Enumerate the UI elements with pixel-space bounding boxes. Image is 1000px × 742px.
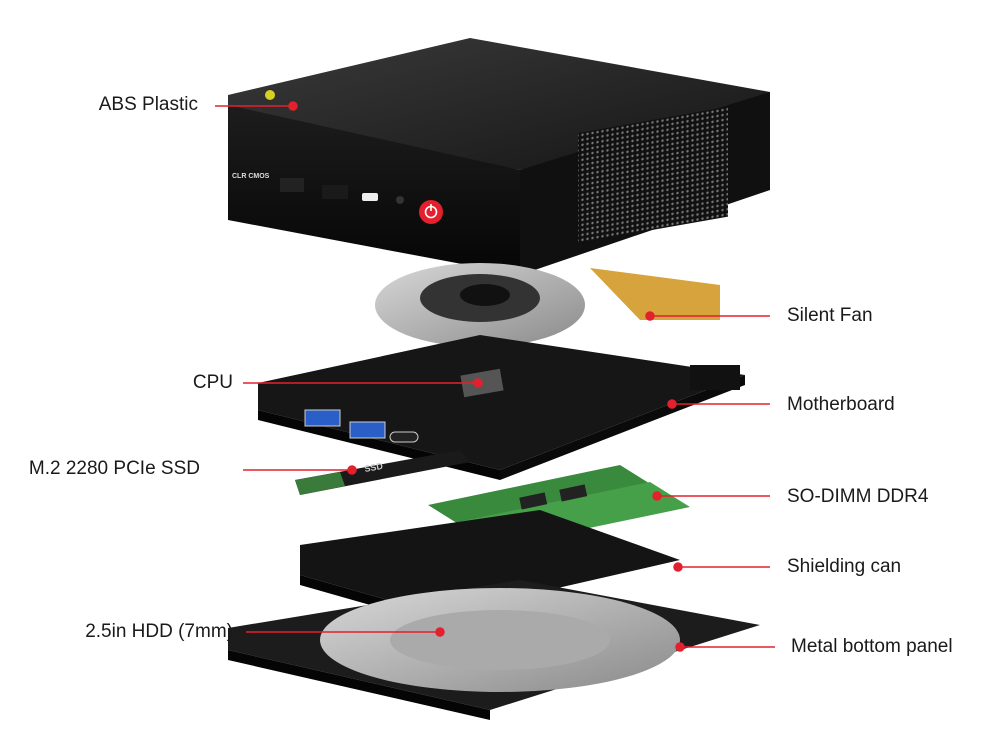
callout-dot [667,399,677,409]
callout-dot [673,562,683,572]
label-shielding-can: Shielding can [787,556,902,577]
label-so-dimm: SO-DIMM DDR4 [787,486,929,507]
label-cpu: CPU [192,372,233,393]
callout-dot [288,101,298,111]
callout-lines [215,101,775,652]
label-hdd: 2.5in HDD (7mm) [85,621,233,642]
clr-cmos-label: CLR CMOS [232,173,270,180]
label-metal-bottom-panel: Metal bottom panel [791,636,953,657]
label-silent-fan: Silent Fan [787,305,873,326]
callout-dot [652,491,662,501]
label-m2-ssd: M.2 2280 PCIe SSD [28,458,200,479]
callout-dot [675,642,685,652]
case-top: CLR CMOS [228,38,770,275]
label-motherboard: Motherboard [787,394,895,415]
callout-dot [347,465,357,475]
bottom-panel [228,580,760,720]
callout-dot [473,378,483,388]
callout-dot [645,311,655,321]
label-abs-plastic: ABS Plastic [98,94,198,115]
fan [375,263,720,347]
ssd-chip-label: SSD [364,461,384,474]
callout-dot [435,627,445,637]
m2-ssd: SSD [295,450,470,495]
